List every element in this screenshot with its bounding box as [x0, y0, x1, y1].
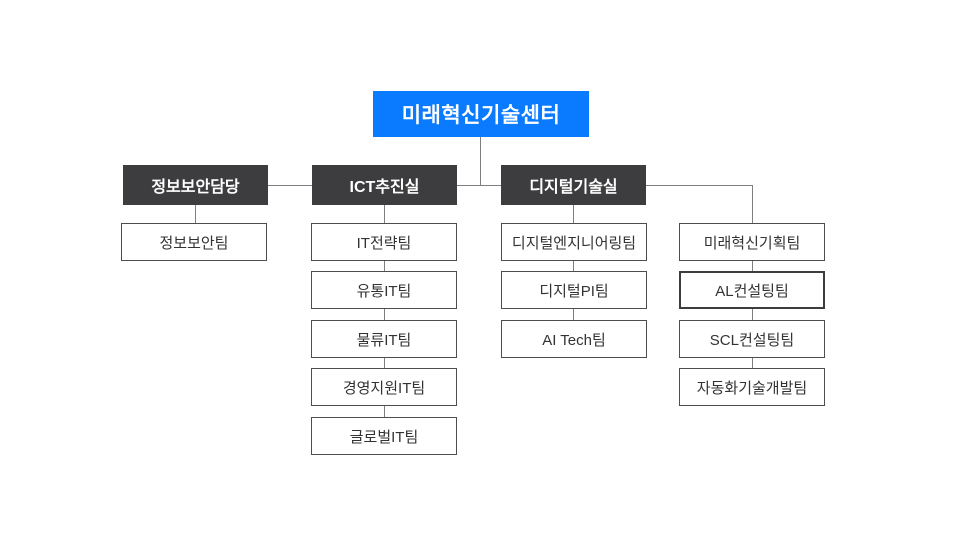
org-node-team: 경영지원IT팀 — [311, 368, 457, 406]
org-node-team: 자동화기술개발팀 — [679, 368, 825, 406]
connector-line — [752, 261, 753, 271]
connector-line — [384, 205, 385, 223]
connector-line — [384, 261, 385, 271]
connector-line — [752, 309, 753, 320]
org-node-team: 디지털PI팀 — [501, 271, 647, 309]
org-node-team: 유통IT팀 — [311, 271, 457, 309]
connector-line — [384, 406, 385, 417]
connector-line — [480, 137, 481, 185]
connector-line — [195, 205, 196, 223]
connector-line — [268, 185, 312, 186]
org-node-team: 미래혁신기획팀 — [679, 223, 825, 261]
org-node-team: SCL컨설팅팀 — [679, 320, 825, 358]
org-node-root: 미래혁신기술센터 — [373, 91, 589, 137]
connector-line — [573, 261, 574, 271]
connector-line — [573, 309, 574, 320]
connector-line — [752, 185, 753, 223]
org-node-team: AL컨설팅팀 — [679, 271, 825, 309]
connector-line — [384, 358, 385, 368]
org-node-team: 디지털엔지니어링팀 — [501, 223, 647, 261]
connector-line — [752, 358, 753, 368]
org-node-team: AI Tech팀 — [501, 320, 647, 358]
connector-line — [646, 185, 753, 186]
org-node-team: IT전략팀 — [311, 223, 457, 261]
org-node-team: 글로벌IT팀 — [311, 417, 457, 455]
org-node-division-digital: 디지털기술실 — [501, 165, 646, 205]
connector-line — [384, 309, 385, 320]
org-node-team: 정보보안팀 — [121, 223, 267, 261]
org-node-team: 물류IT팀 — [311, 320, 457, 358]
connector-line — [573, 205, 574, 223]
connector-line — [457, 185, 501, 186]
org-node-division-ict: ICT추진실 — [312, 165, 457, 205]
org-node-division-security: 정보보안담당 — [123, 165, 268, 205]
